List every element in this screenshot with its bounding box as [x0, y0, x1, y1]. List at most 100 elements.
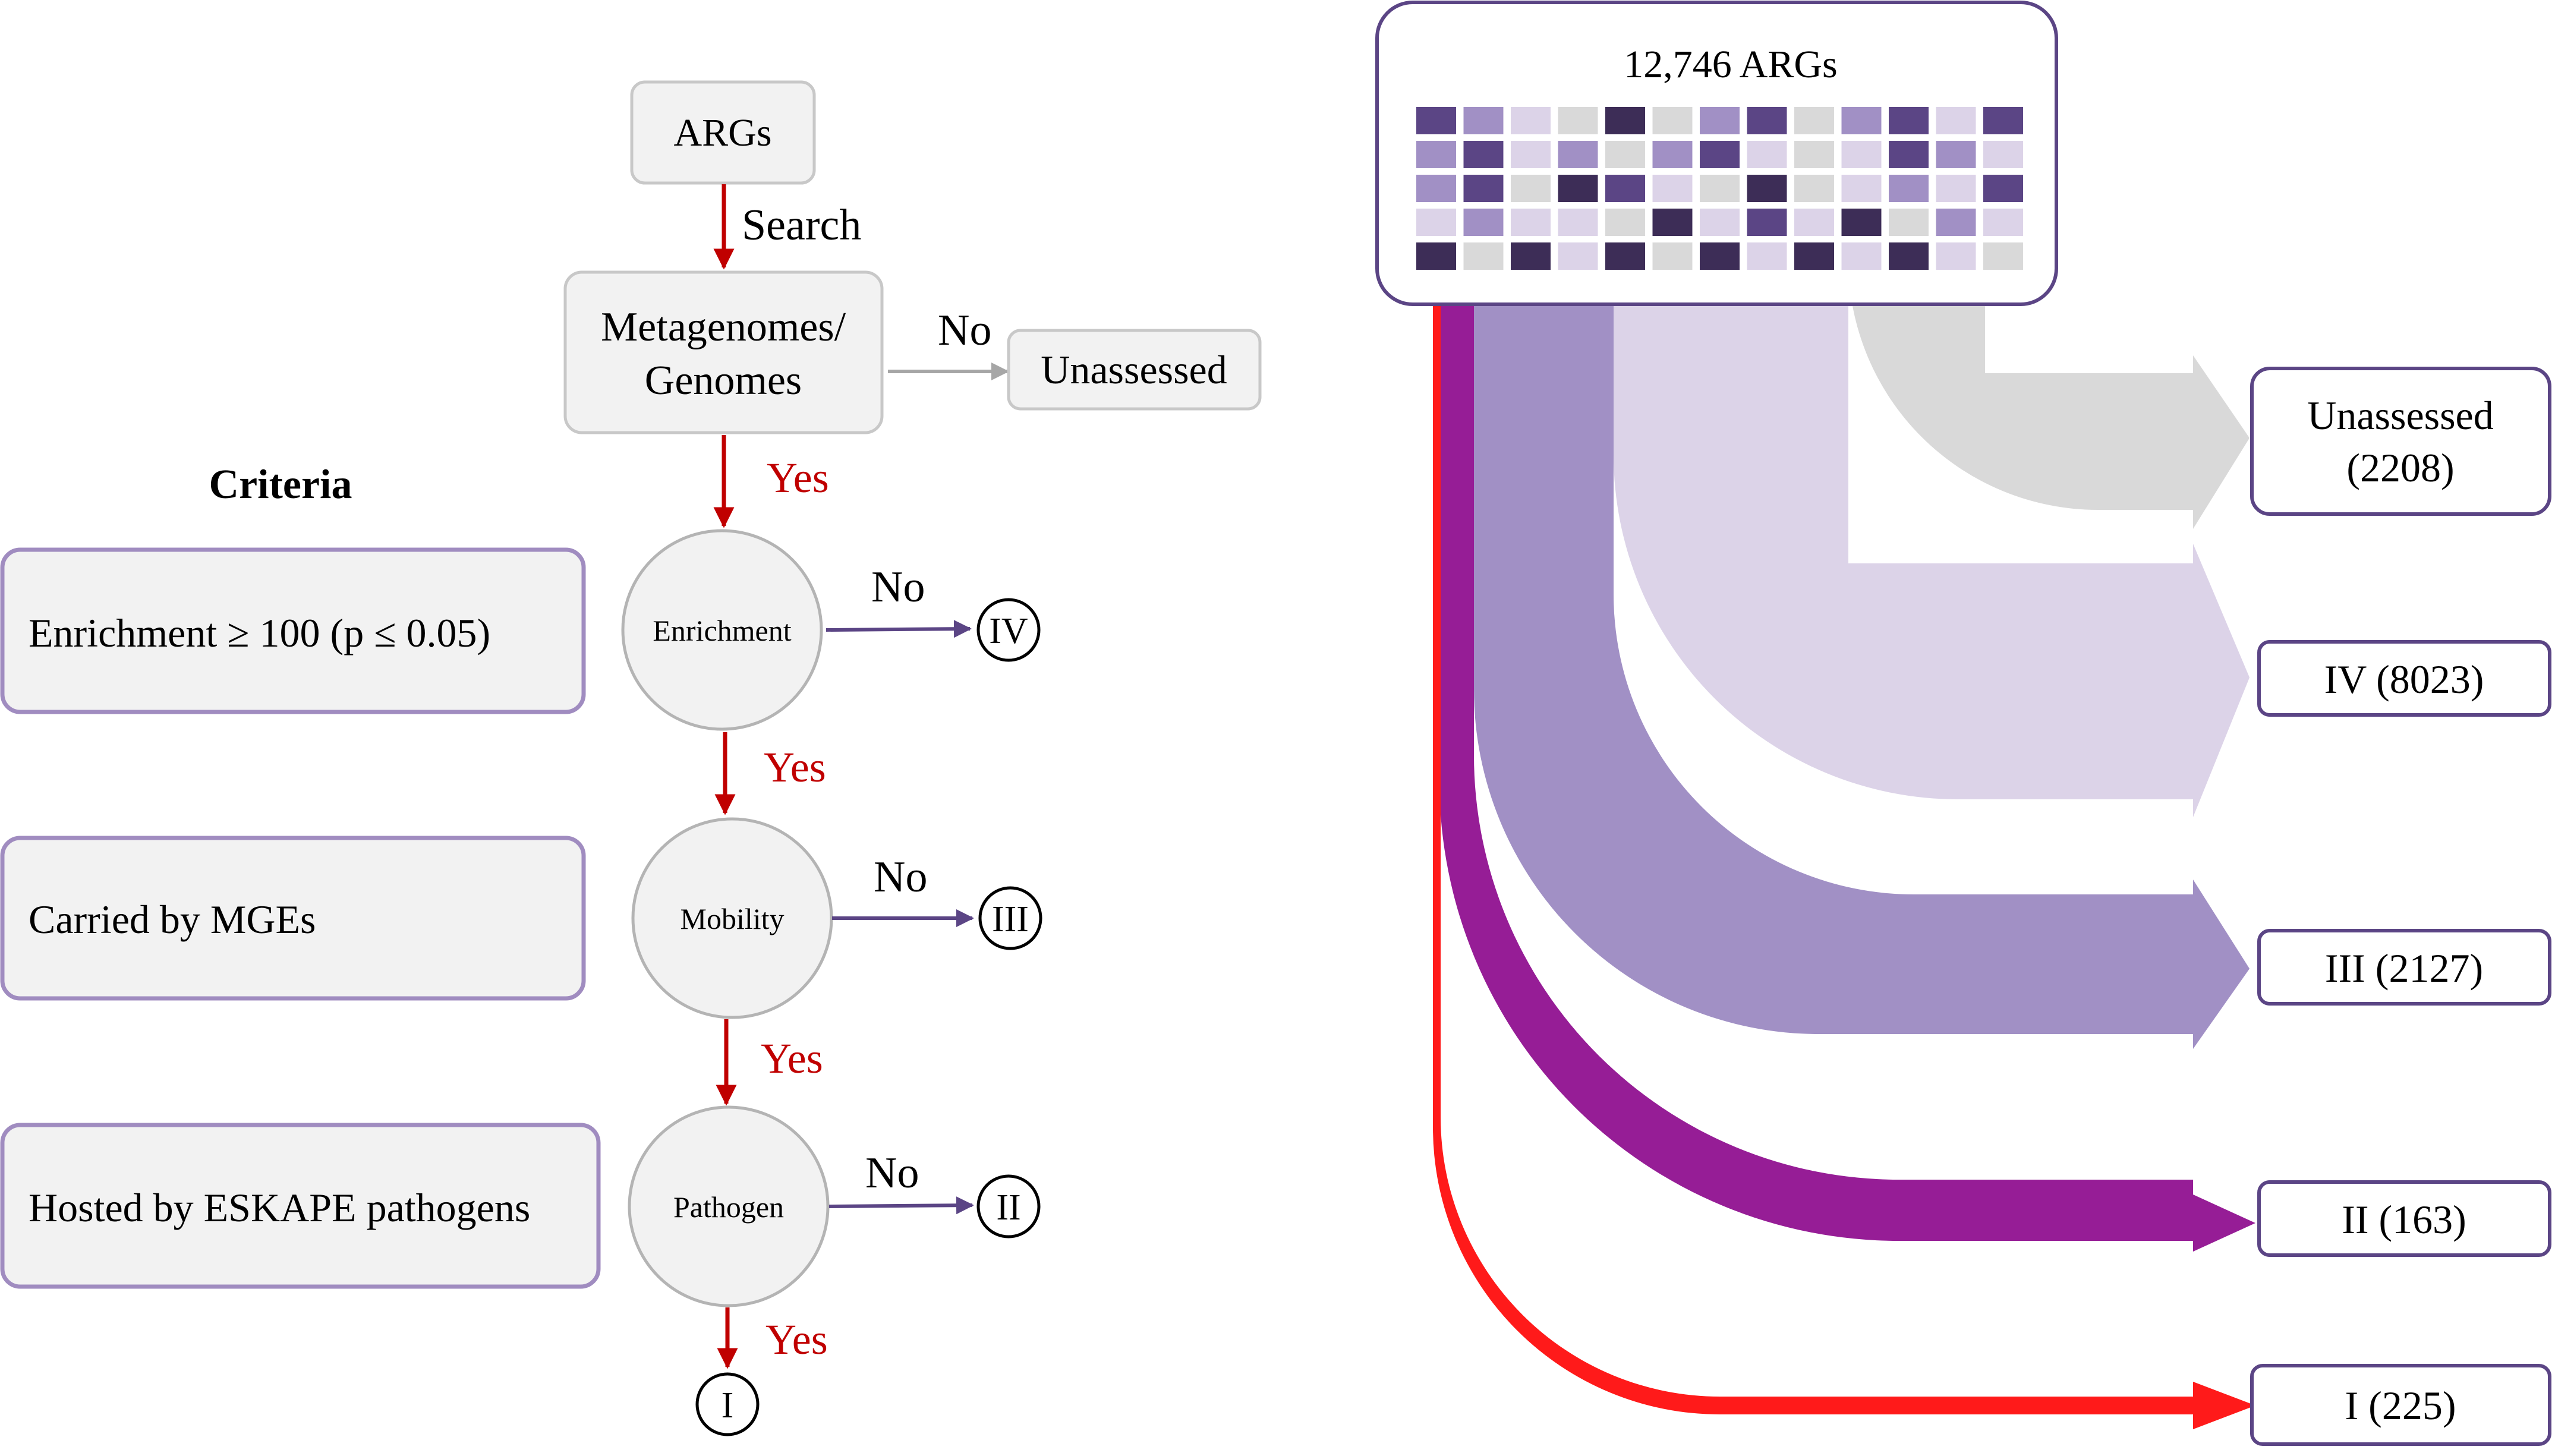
heatmap-cell [1416, 242, 1456, 270]
criteria-box-enrichment: Enrichment ≥ 100 (p ≤ 0.05) [0, 547, 586, 714]
no-label-iv: No [871, 563, 925, 612]
category-iv-label: IV (8023) [2324, 657, 2484, 702]
heatmap-cell [1983, 141, 2023, 168]
flow-iii [1474, 285, 2250, 1049]
heatmap-cell [1605, 107, 1645, 134]
heatmap-cell [1747, 209, 1787, 236]
sankey: 12,746 ARGs Unassessed (2208) IV (8023) … [1375, 1, 2551, 1446]
flow-unassessed [1848, 260, 2250, 529]
yes-label-3: Yes [761, 1035, 823, 1082]
heatmap-cell [1983, 107, 2023, 134]
flowchart: ARGs Search Metagenomes/ Genomes No Unas… [0, 80, 1262, 1436]
metagenomes-label-line2: Genomes [645, 358, 802, 404]
heatmap-cell [1605, 141, 1645, 168]
heatmap-cell [1794, 209, 1834, 236]
category-iii-label: III (2127) [2325, 946, 2483, 991]
outcome-ii: II [976, 1174, 1041, 1238]
heatmap-cell [1841, 209, 1882, 236]
heatmap-cell [1463, 141, 1504, 168]
metagenomes-node: Metagenomes/ Genomes [563, 270, 884, 434]
heatmap-cell [1747, 242, 1787, 270]
heatmap-cell [1889, 107, 1929, 134]
heatmap-cell [1652, 209, 1693, 236]
args-label: ARGs [673, 111, 771, 155]
pathogen-node: Pathogen [628, 1105, 830, 1307]
heatmap-cell [1936, 107, 1976, 134]
args-node: ARGs [630, 80, 816, 185]
heatmap-cell [1700, 175, 1740, 202]
heatmap-cell [1558, 141, 1598, 168]
no-label-iii: No [874, 853, 927, 902]
heatmap-cell [1652, 242, 1693, 270]
heatmap-cell [1700, 141, 1740, 168]
heatmap-cell [1747, 107, 1787, 134]
heatmap-cell [1700, 242, 1740, 270]
heatmap-cell [1463, 107, 1504, 134]
criteria-mobility-text: Carried by MGEs [29, 897, 316, 942]
heatmap-cell [1558, 209, 1598, 236]
category-box-iv: IV (8023) [2257, 640, 2551, 717]
heatmap-cell [1983, 175, 2023, 202]
heatmap-cell [1511, 107, 1551, 134]
search-label: Search [742, 201, 861, 250]
enrichment-node: Enrichment [621, 529, 823, 731]
heatmap-cell [1652, 107, 1693, 134]
unassessed-node: Unassessed [1007, 329, 1262, 411]
heatmap-cell [1416, 175, 1456, 202]
heatmap-cell [1747, 175, 1787, 202]
heatmap-cell [1936, 141, 1976, 168]
outcome-iii-label: III [992, 899, 1029, 940]
heatmap-cell [1794, 242, 1834, 270]
no-arrow-iv [826, 620, 972, 638]
category-unassessed-line2: (2208) [2346, 445, 2454, 490]
category-box-iii: III (2127) [2257, 929, 2551, 1006]
category-ii-label: II (163) [2342, 1197, 2466, 1242]
heatmap-cell [1700, 107, 1740, 134]
heatmap-cell [1841, 107, 1882, 134]
heatmap-cell [1605, 175, 1645, 202]
flow-i [1433, 285, 2255, 1429]
outcome-i-label: I [722, 1385, 734, 1426]
mobility-node: Mobility [631, 817, 833, 1019]
enrichment-label: Enrichment [653, 614, 791, 647]
heatmap-cell [1558, 175, 1598, 202]
pathogen-label: Pathogen [673, 1190, 784, 1224]
heatmap-cell [1841, 141, 1882, 168]
criteria-box-pathogen: Hosted by ESKAPE pathogens [0, 1123, 601, 1289]
args-heatmap [1416, 107, 2023, 270]
heatmap-cell [1605, 209, 1645, 236]
no-label-ii: No [865, 1149, 919, 1197]
metagenomes-label-line1: Metagenomes/ [601, 304, 846, 350]
criteria-title: Criteria [209, 462, 352, 508]
heatmap-cell [1936, 242, 1976, 270]
criteria-enrichment-text: Enrichment ≥ 100 (p ≤ 0.05) [29, 610, 490, 655]
heatmap-cell [1983, 242, 2023, 270]
heatmap-cell [1463, 175, 1504, 202]
outcome-ii-label: II [996, 1187, 1020, 1228]
heatmap-cell [1652, 175, 1693, 202]
category-i-label: I (225) [2345, 1383, 2456, 1428]
heatmap-cell [1511, 242, 1551, 270]
heatmap-cell [1416, 141, 1456, 168]
no-arrow-ii [828, 1196, 974, 1215]
heatmap-cell [1558, 107, 1598, 134]
heatmap-cell [1936, 209, 1976, 236]
heatmap-cell [1889, 209, 1929, 236]
heatmap-cell [1794, 107, 1834, 134]
heatmap-cell [1652, 141, 1693, 168]
heatmap-cell [1889, 242, 1929, 270]
heatmap-cell [1700, 209, 1740, 236]
flow-iv [1614, 285, 2250, 817]
category-box-i: I (225) [2250, 1364, 2551, 1446]
outcome-iii: III [978, 886, 1042, 950]
heatmap-cell [1794, 175, 1834, 202]
heatmap-cell [1841, 175, 1882, 202]
heatmap-cell [1463, 209, 1504, 236]
heatmap-cell [1794, 141, 1834, 168]
outcome-i: I [695, 1372, 760, 1436]
heatmap-cell [1983, 209, 2023, 236]
heatmap-cell [1416, 107, 1456, 134]
heatmap-cell [1747, 141, 1787, 168]
category-box-unassessed: Unassessed (2208) [2250, 367, 2551, 516]
